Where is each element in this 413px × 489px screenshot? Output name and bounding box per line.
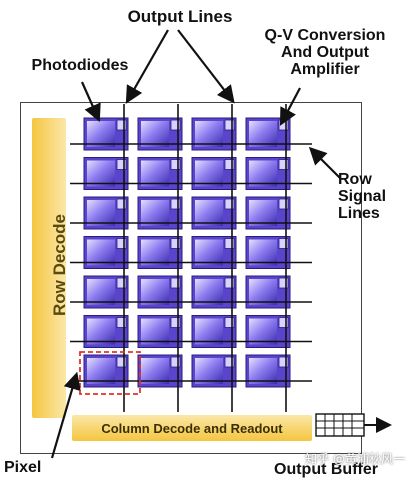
pixel-cell [137, 275, 183, 309]
pixel-cell [191, 157, 237, 190]
output-lines-arrow-left [125, 29, 169, 104]
pixel-cell [83, 275, 129, 309]
pixel-cell [137, 236, 183, 269]
pixel-cell [191, 236, 237, 269]
pixel-cell [245, 354, 291, 388]
pixel-cell [137, 117, 183, 151]
photodiodes-arrow [80, 81, 101, 123]
pixel-highlight-box [79, 351, 141, 395]
pixel-cell [245, 196, 291, 230]
pixel-cell [191, 354, 237, 388]
pixel-cell [83, 315, 129, 348]
output-lines-arrow-right [177, 29, 235, 104]
output-buffer-grid [315, 413, 392, 437]
pixel-cell [191, 315, 237, 348]
pixel-cell [137, 157, 183, 190]
pixel-arrow [50, 371, 81, 459]
pixel-cell [245, 117, 291, 151]
output-buffer-label: Output Buffer [274, 461, 378, 478]
column-decode-label: Column Decode and Readout [101, 420, 283, 436]
pixel-cell [245, 315, 291, 348]
qv-conversion-label: Q-V Conversion And Output Amplifier [264, 27, 386, 78]
pixel-cell [83, 117, 129, 151]
pixel-cell [83, 196, 129, 230]
row-signal-lines-label: Row Signal Lines [338, 171, 387, 222]
pixel-cell [83, 354, 129, 388]
pixel-cell [137, 315, 183, 348]
qv-conversion-arrow [279, 87, 301, 126]
pixel-cell [245, 275, 291, 309]
output-lines [123, 104, 287, 412]
pixel-cell [137, 196, 183, 230]
pixel-cell [83, 157, 129, 190]
sensor-frame [20, 102, 362, 454]
pixel-cell [191, 117, 237, 151]
pointer-arrows [50, 29, 341, 459]
row-decode-bar: Row Decode [32, 118, 69, 418]
pixel-cell [245, 236, 291, 269]
pixel-label: Pixel [4, 459, 42, 476]
watermark: 知乎 @黄浦秋风一 [305, 452, 405, 466]
pixel-array [83, 117, 291, 388]
row-signal-lines [70, 143, 312, 382]
row-signal-lines-arrow [308, 146, 341, 179]
pixel-cell [137, 354, 183, 388]
photodiodes-label: Photodiodes [31, 57, 129, 74]
pixel-cell [191, 275, 237, 309]
pixel-cell [245, 157, 291, 190]
pixel-cell [83, 236, 129, 269]
column-decode-bar: Column Decode and Readout [72, 415, 312, 441]
output-lines-label: Output Lines [127, 7, 233, 26]
pixel-cell [191, 196, 237, 230]
